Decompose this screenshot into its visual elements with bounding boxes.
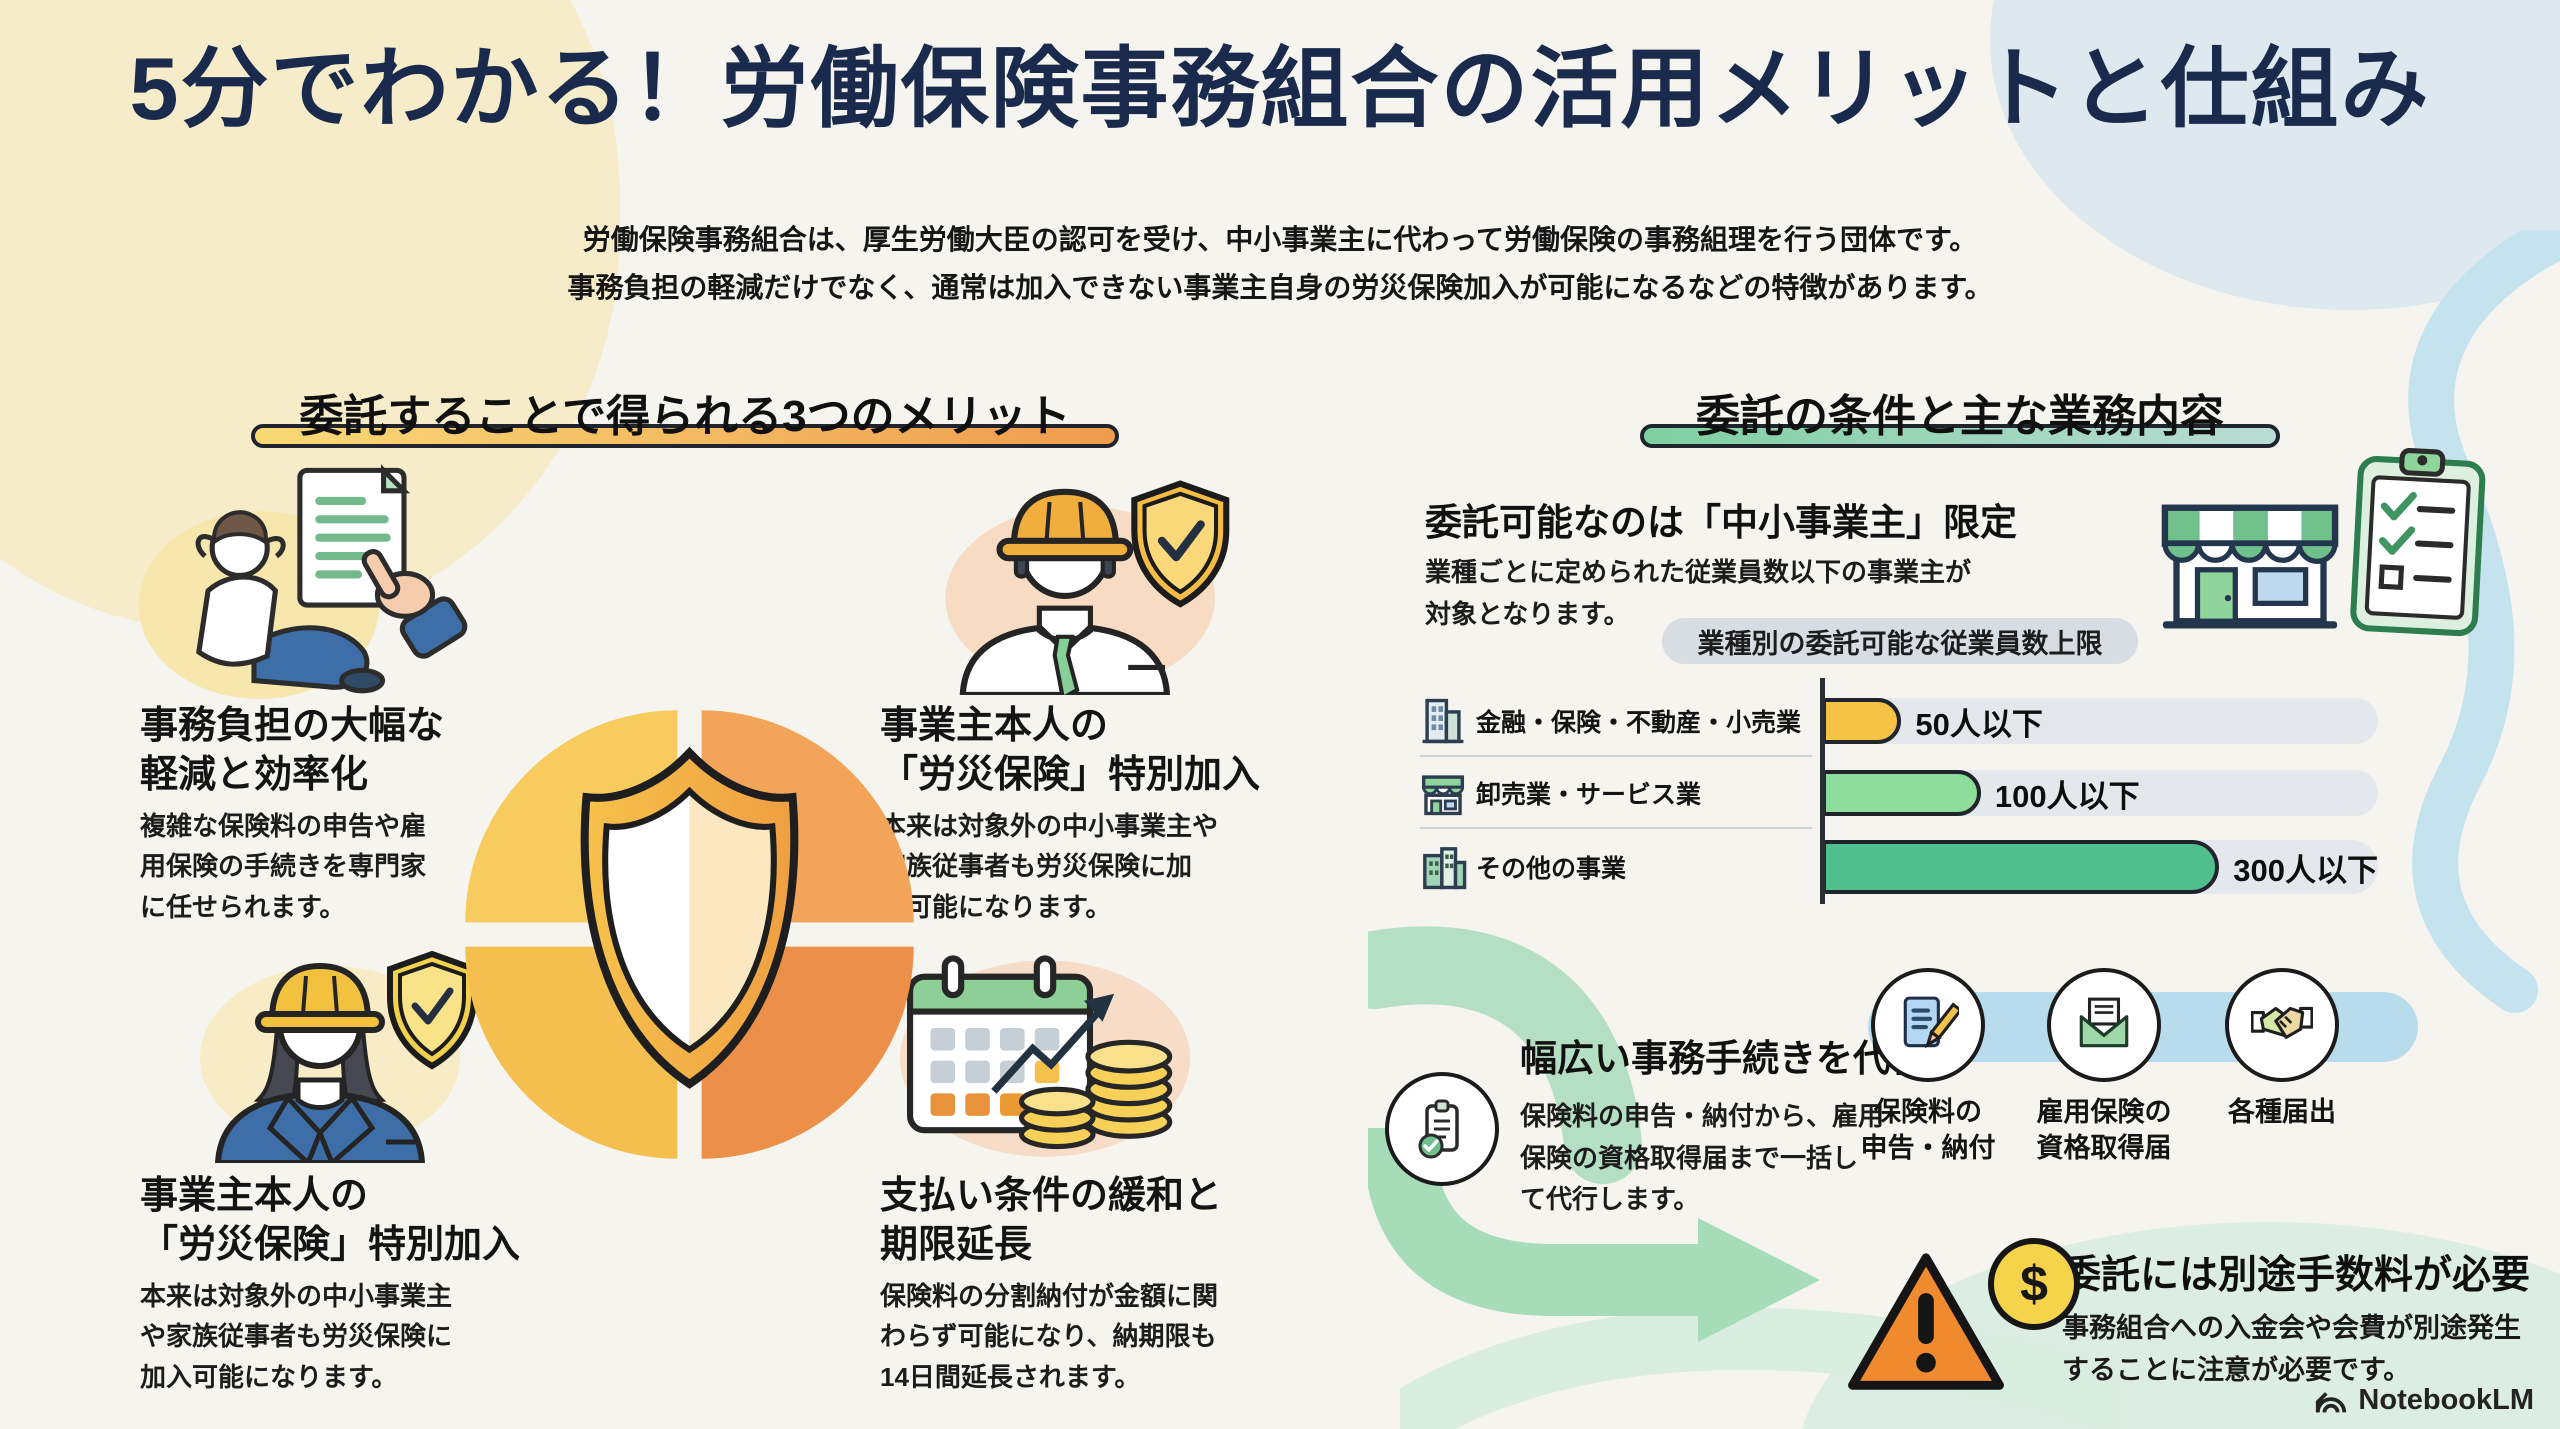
green-swirl-path xyxy=(1368,926,1642,1184)
benefit-3-title: 事業主本人の 「労災保険」特別加入 xyxy=(140,1175,521,1267)
chart-track: 50人以下 xyxy=(1822,698,2378,744)
benefit-4-body: 保険料の分割納付が金額に関 わらず可能になり、納期限も 14日間延長されます。 xyxy=(880,1281,1219,1392)
chart-category-label: その他の事業 xyxy=(1476,855,1627,883)
chart-value-label: 50人以下 xyxy=(1915,706,2043,742)
small-store-icon xyxy=(1418,768,1468,818)
chart-bar xyxy=(1822,698,1902,744)
benefit-2-body: 本来は対象外の中小事業主や 家族従事者も労災保険に加 入可能になります。 xyxy=(880,811,1219,922)
buildings-icon xyxy=(1418,842,1468,892)
chart-row-separator xyxy=(1420,755,1812,757)
fee-warning-title: 委託には別途手数料が必要 xyxy=(2062,1254,2531,1297)
storefront-icon xyxy=(2161,504,2339,629)
chart-category-label: 卸売業・サービス業 xyxy=(1476,781,1702,809)
calendar-coins-growth-illustration xyxy=(899,955,1191,1157)
benefit-3-body: 本来は対象外の中小事業主 や家族従事者も労災保険に 加入可能になります。 xyxy=(140,1281,453,1392)
fee-warning-body: 事務組合への入金会や会費が別途発生 することに注意が必要です。 xyxy=(2062,1313,2521,1385)
benefit-1-title: 事務負担の大幅な 軽減と効率化 xyxy=(140,705,445,797)
eligibility-title: 委託可能なのは「中小事業主」限定 xyxy=(1425,502,2017,543)
benefit-1-body: 複雑な保険料の申告や雇 用保険の手続きを専門家 に任せられます。 xyxy=(140,811,427,922)
benefits-heading: 委託することで得られる3つのメリット xyxy=(245,380,1125,460)
checklist-clipboard-icon xyxy=(2350,447,2486,637)
flow-label-various-notifications: 各種届出 xyxy=(2228,1097,2336,1127)
notebooklm-brand: NotebookLM xyxy=(2314,1384,2534,1417)
flow-label-insurance-filing: 保険料の 申告・納付 xyxy=(1860,1097,1996,1164)
document-pencil-icon xyxy=(1871,968,1985,1082)
envelope-letter-icon xyxy=(2047,968,2161,1082)
green-underline xyxy=(1640,424,2280,448)
chart-track: 100人以下 xyxy=(1822,770,2378,816)
chart-value-label: 100人以下 xyxy=(1994,778,2140,814)
shield-quatrefoil-graphic xyxy=(465,710,914,1159)
relaxed-worker-with-document-illustration xyxy=(138,464,468,699)
services-body: 保険料の申告・納付から、雇用 保険の資格取得届まで一括し て代行します。 xyxy=(1520,1101,1885,1215)
chart-value-label: 300人以下 xyxy=(2233,852,2378,888)
clipboard-check-badge-icon xyxy=(1385,1072,1499,1186)
blue-ribbon-path xyxy=(2408,230,2560,1013)
chart-row-other: その他の事業 300人以下 xyxy=(1418,834,2378,900)
chart-track: 300人以下 xyxy=(1822,840,2378,894)
female-worker-with-shield-illustration xyxy=(200,950,477,1163)
warning-triangle-icon xyxy=(1848,1253,2004,1390)
benefit-4-title: 支払い条件の緩和と 期限延長 xyxy=(880,1175,1223,1267)
chart-category-label: 金融・保険・不動産・小売業 xyxy=(1476,709,1802,737)
notebooklm-logo-icon xyxy=(2316,1391,2347,1413)
benefit-2-title: 事業主本人の 「労災保険」特別加入 xyxy=(880,705,1261,797)
page-title: 5分でわかる！労働保険事務組合の活用メリットと仕組み xyxy=(129,39,2431,138)
handshake-icon xyxy=(2225,968,2339,1082)
services-title: 幅広い事務手続きを代行 xyxy=(1520,1038,1927,1079)
chart-bar xyxy=(1822,840,2220,894)
chart-row-finance: 金融・保険・不動産・小売業 50人以下 xyxy=(1418,690,2378,752)
flow-label-employment-insurance: 雇用保険の 資格取得届 xyxy=(2036,1097,2172,1164)
office-building-icon xyxy=(1418,696,1468,746)
male-worker-with-shield-illustration xyxy=(945,480,1230,695)
conditions-heading: 委託の条件と主な業務内容 xyxy=(1600,380,2320,460)
chart-row-separator xyxy=(1420,827,1812,829)
chart-row-wholesale: 卸売業・サービス業 100人以下 xyxy=(1418,762,2378,824)
notebooklm-brand-text: NotebookLM xyxy=(2358,1384,2534,1416)
eligibility-body: 業種ごとに定められた従業員数以下の事業主が 対象となります。 xyxy=(1425,557,1972,629)
page-subtitle: 労働保険事務組合は、厚生労働大臣の認可を受け、中小事業主に代わって労働保険の事務… xyxy=(567,224,1993,303)
chart-title-pill: 業種別の委託可能な従業員数上限 xyxy=(1662,618,2138,664)
chart-axis-line xyxy=(1820,678,1825,904)
chart-bar xyxy=(1822,770,1981,816)
orange-underline xyxy=(251,424,1119,448)
dollar-coin-icon: $ xyxy=(1988,1238,2080,1330)
